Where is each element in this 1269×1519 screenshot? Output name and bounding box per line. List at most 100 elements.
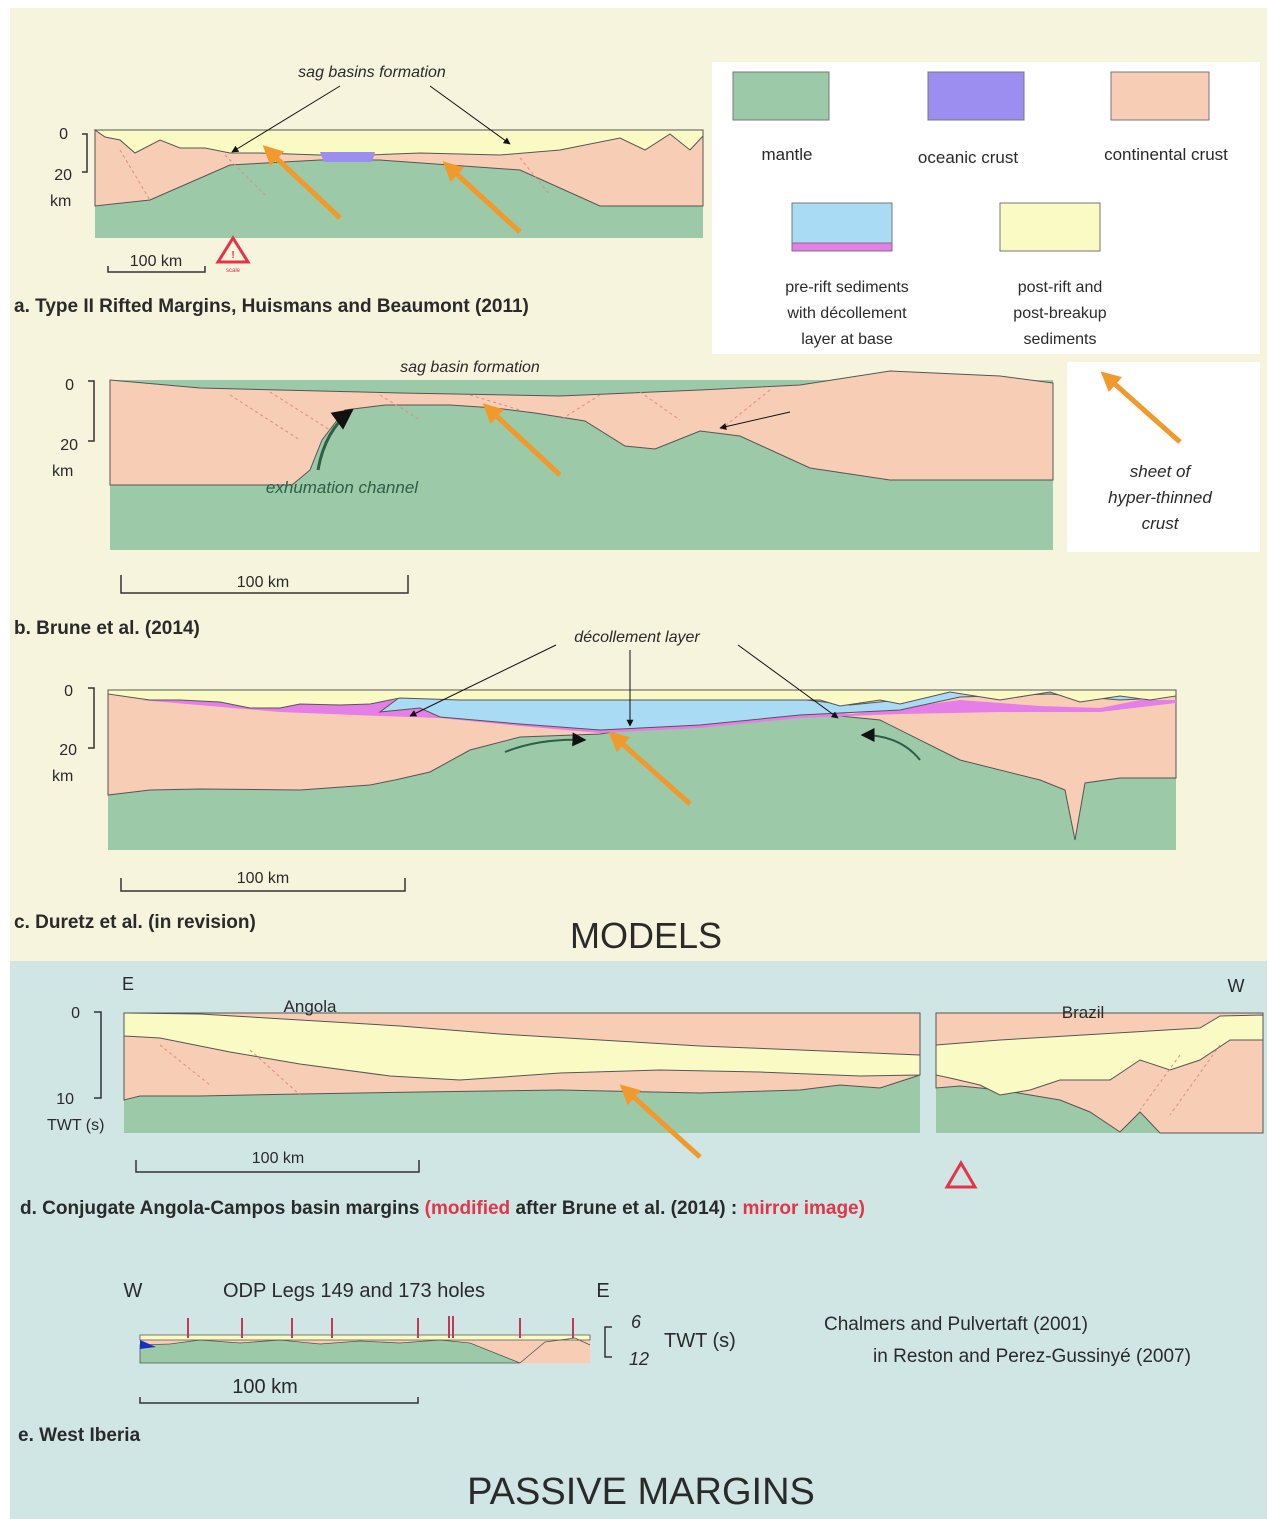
panel-e-depth-bracket: [604, 1326, 612, 1358]
panel-e-twt-top: 6: [631, 1312, 642, 1332]
legend-post-rift-line1: post-rift and: [1018, 279, 1102, 296]
legend-pre-rift-line3: layer at base: [801, 331, 893, 348]
post-rift-swatch: [999, 202, 1101, 252]
panel-c-depth-bracket: [88, 687, 95, 749]
panel-d: E W Angola Brazil 0 10 TWT (s) 100 km d.…: [20, 974, 1264, 1219]
panel-b-scale-label: 100 km: [237, 574, 289, 591]
panel-b-annotation: sag basin formation: [400, 359, 540, 376]
mantle-swatch: [732, 71, 830, 121]
panel-a-annotation-arrow-right: [429, 85, 511, 145]
legend-sheet-line1: sheet of: [1130, 462, 1193, 481]
panel-e-twt-unit: TWT (s): [664, 1330, 736, 1352]
panel-b-title: b. Brune et al. (2014): [14, 618, 200, 639]
panel-c-scale-label: 100 km: [237, 870, 289, 887]
panel-c-annotation: décollement layer: [574, 629, 700, 646]
sheet-legend: sheet of hyper-thinned crust: [1067, 362, 1260, 552]
panel-a-faults: [119, 149, 551, 201]
panel-e-odp-label: ODP Legs 149 and 173 holes: [223, 1280, 485, 1302]
panel-b-depth-unit: km: [52, 463, 73, 480]
panel-d-depth-bracket: [94, 1011, 102, 1099]
panel-a-annotation-arrow-left: [231, 85, 341, 153]
legend-post-rift-line3: sediments: [1024, 331, 1097, 348]
panel-c-depth-unit: km: [52, 768, 73, 785]
models-heading: MODELS: [570, 915, 722, 956]
legend-sheet-line3: crust: [1142, 514, 1180, 533]
panel-a-warning-label: scale: [226, 268, 241, 274]
panel-d-scale-label: 100 km: [252, 1150, 304, 1167]
panel-a-annotation: sag basins formation: [298, 64, 446, 81]
panel-c: décollement layer 0 20 km 100 km c. Dure…: [14, 629, 1177, 933]
panel-e-ref-line1: Chalmers and Pulvertaft (2001): [824, 1314, 1088, 1335]
orange-arrow-icon: [262, 145, 342, 220]
orange-arrow-icon: [482, 403, 562, 477]
panel-a-depth-0: 0: [59, 126, 68, 143]
panel-d-depth-0: 0: [71, 1005, 80, 1022]
panel-e-crust-boundary: [519, 1337, 591, 1364]
panel-e-twt-bottom: 12: [629, 1349, 649, 1369]
panel-e-title: e. West Iberia: [18, 1425, 141, 1446]
orange-arrow-icon: [1100, 371, 1182, 444]
orange-arrow-icon: [442, 161, 522, 234]
panel-c-scale-bar: [120, 878, 406, 892]
panel-d-depth-unit: TWT (s): [47, 1117, 104, 1134]
panel-d-angola-label: Angola: [284, 997, 337, 1016]
svg-text:!: !: [231, 250, 234, 261]
panel-a-scale-label: 100 km: [130, 253, 182, 270]
legend-pre-rift-line1: pre-rift sediments: [785, 279, 909, 296]
panel-a-depth-20: 20: [54, 167, 72, 184]
legend-sheet-line2: hyper-thinned: [1108, 488, 1212, 507]
panel-d-title-part1: d. Conjugate Angola-Campos basin margins: [20, 1198, 425, 1219]
panel-e-east-label: E: [596, 1280, 609, 1302]
panel-d-title-part3: after Brune et al. (2014) :: [510, 1198, 742, 1219]
panel-c-flow-arrow-left: [504, 732, 587, 753]
panel-c-depth-20: 20: [59, 742, 77, 759]
panel-e-odp-holes: [187, 1316, 574, 1338]
panel-a-title: a. Type II Rifted Margins, Huismans and …: [14, 296, 529, 317]
panel-c-annotation-arrow-left: [409, 644, 557, 717]
panel-c-annotation-arrow-right: [737, 644, 839, 719]
panel-b-exhumation-arrow: [316, 408, 354, 471]
panel-b-depth-0: 0: [65, 377, 74, 394]
continental-crust-swatch: [1110, 71, 1210, 121]
panel-a-depth-bracket: [82, 133, 88, 173]
panel-b-continental-crust: [109, 370, 1054, 486]
panel-a-oceanic-crust: [320, 152, 375, 162]
legend-post-rift-line2: post-breakup: [1013, 305, 1106, 322]
panel-b: sag basin formation exhumation channel 0…: [14, 359, 1054, 639]
panel-d-east-label: E: [122, 974, 134, 994]
panel-e-sediments: [139, 1334, 591, 1341]
panel-b-depth-20: 20: [60, 437, 78, 454]
panel-d-title-part4: mirror image): [742, 1198, 864, 1219]
panel-a-scale-bar: [107, 266, 206, 273]
panel-c-depth-0: 0: [64, 683, 73, 700]
warning-triangle-icon: [215, 235, 251, 264]
panel-b-crust-arrow: [719, 411, 791, 431]
panel-d-angola-sediments: [123, 1012, 921, 1081]
panel-b-scale-bar: [120, 575, 409, 594]
panel-d-angola-faults: [159, 1044, 301, 1096]
warning-triangle-icon: [944, 1160, 978, 1189]
panel-e-mantle: [139, 1339, 521, 1364]
panel-d-brazil-sediments: [935, 1014, 1264, 1096]
panel-d-brazil-faults: [1139, 1044, 1221, 1116]
panel-a-depth-unit: km: [50, 193, 71, 210]
legend-mantle-label: mantle: [761, 145, 812, 164]
legend-continental-crust-label: continental crust: [1104, 145, 1228, 164]
panel-b-faults: [229, 389, 771, 441]
panel-d-title: d. Conjugate Angola-Campos basin margins…: [20, 1198, 865, 1219]
panel-b-depth-bracket: [88, 380, 95, 442]
passive-margins-heading: PASSIVE MARGINS: [467, 1471, 815, 1513]
panel-b-channel-label: exhumation channel: [266, 478, 419, 497]
panel-d-brazil-label: Brazil: [1062, 1003, 1105, 1022]
panel-a: sag basins formation 0 20 km 100 km ! sc…: [14, 64, 704, 317]
legend-pre-rift-line2: with décollement: [786, 305, 907, 322]
panel-c-post-rift: [107, 689, 1177, 709]
panel-e-blue-marker: [140, 1340, 156, 1349]
panel-d-scale-bar: [135, 1160, 420, 1173]
panel-c-title: c. Duretz et al. (in revision): [14, 912, 256, 933]
legend-oceanic-crust-label: oceanic crust: [918, 148, 1018, 167]
orange-arrow-icon: [619, 1084, 702, 1159]
panel-d-title-part2: (modified: [425, 1198, 511, 1219]
decollement-swatch: [791, 242, 893, 252]
